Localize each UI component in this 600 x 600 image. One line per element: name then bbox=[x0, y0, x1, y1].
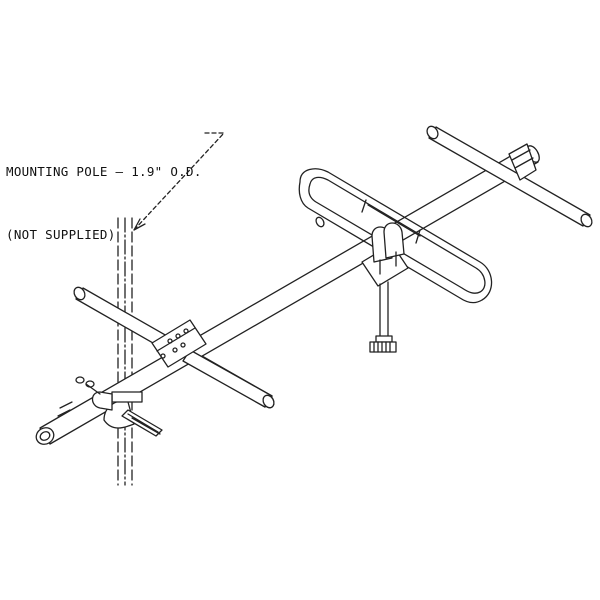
reflector-boom-clamp bbox=[151, 319, 207, 368]
callout-line-2: (NOT SUPPLIED) bbox=[6, 227, 116, 242]
coax-connector bbox=[369, 281, 397, 353]
mounting-pole-callout: MOUNTING POLE – 1.9" O.D. (NOT SUPPLIED) bbox=[6, 119, 202, 266]
callout-line-1: MOUNTING POLE – 1.9" O.D. bbox=[6, 164, 202, 179]
callout-leader-line bbox=[133, 132, 225, 231]
director-element bbox=[426, 125, 593, 228]
reflector-element-front bbox=[182, 349, 275, 409]
folded-dipole-element bbox=[298, 168, 493, 304]
pole-mount-bracket bbox=[57, 376, 163, 437]
mounting-pole bbox=[117, 217, 133, 486]
dipole-bracket bbox=[361, 222, 409, 287]
